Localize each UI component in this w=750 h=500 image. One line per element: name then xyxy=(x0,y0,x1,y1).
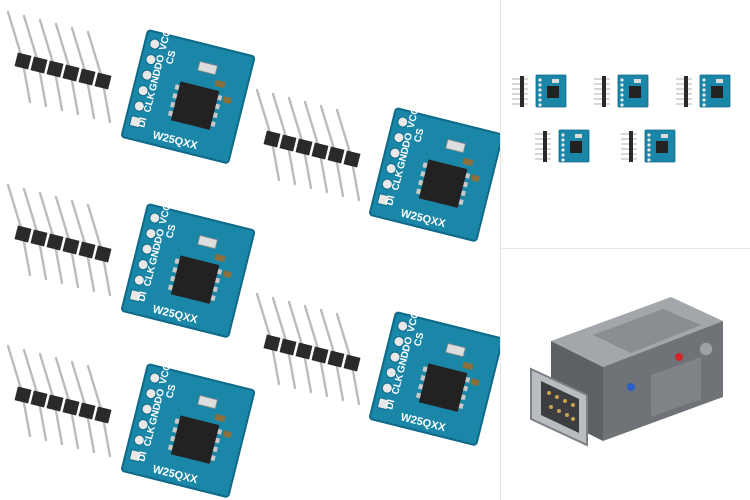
connector-illustration xyxy=(530,297,723,447)
module-2 xyxy=(255,88,500,243)
main-product-image: DI CLK GND DO CS VCC xyxy=(6,10,500,499)
red-led-icon xyxy=(675,353,683,361)
thumb-module-4 xyxy=(534,129,590,163)
thumbnail-modules-image xyxy=(501,0,750,248)
module-3 xyxy=(6,183,257,339)
panel-divider-vertical xyxy=(500,0,501,500)
db9-connector xyxy=(530,367,588,447)
thumbnail-illustration xyxy=(511,74,731,163)
thumb-module-1 xyxy=(511,74,567,108)
thumb-module-5 xyxy=(620,129,676,163)
blue-led-icon xyxy=(627,383,635,391)
connector-product-image xyxy=(501,249,750,500)
thumb-module-2 xyxy=(593,74,649,108)
module-5 xyxy=(6,344,257,499)
panel-divider-horizontal xyxy=(501,248,750,249)
module-1 xyxy=(6,10,257,165)
thumbscrew-icon xyxy=(698,341,714,357)
thumb-module-3 xyxy=(675,74,731,108)
modules-illustration: DI CLK GND DO CS VCC xyxy=(6,10,500,499)
module-4 xyxy=(255,292,500,447)
